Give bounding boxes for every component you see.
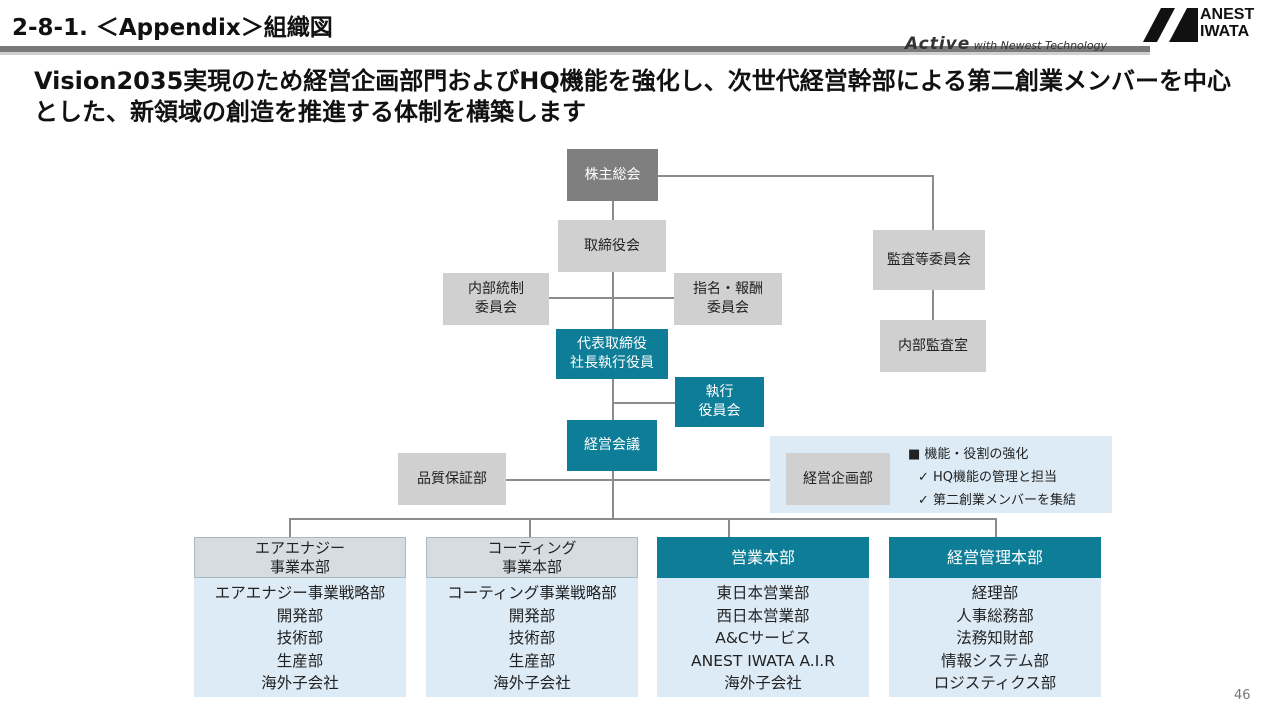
board-of-directors-box: 取締役会 bbox=[558, 220, 666, 272]
division-unit: 情報システム部 bbox=[940, 651, 1050, 670]
company-logo-text: ANEST IWATA bbox=[1200, 6, 1254, 40]
division-header-management: 経営管理本部 bbox=[889, 537, 1101, 578]
division-body-management: 経理部 人事総務部 法務知財部 情報システム部 ロジスティクス部 bbox=[889, 578, 1101, 697]
division-unit: 技術部 bbox=[508, 629, 556, 647]
connector-divisions-horizontal bbox=[290, 518, 996, 520]
lead-text: Vision2035実現のため経営企画部門およびHQ機能を強化し、次世代経営幹部… bbox=[34, 67, 1232, 126]
division-unit: 人事総務部 bbox=[956, 606, 1034, 625]
division-unit: コーティング事業戦略部 bbox=[447, 584, 617, 602]
internal-control-committee-box: 内部統制 委員会 bbox=[443, 273, 549, 325]
division-header-air-energy: エアエナジー 事業本部 bbox=[194, 537, 406, 578]
tagline: Active with Newest Technology bbox=[905, 34, 1107, 54]
division-unit: 開発部 bbox=[508, 606, 556, 625]
logo-line-1: ANEST bbox=[1200, 6, 1255, 23]
logo-line-2: IWATA bbox=[1200, 23, 1250, 40]
quality-assurance-box: 品質保証部 bbox=[398, 453, 506, 505]
tagline-sub: with Newest Technology bbox=[973, 39, 1108, 52]
division-unit: 生産部 bbox=[276, 651, 324, 670]
connector-quality-planning bbox=[505, 479, 787, 481]
note-heading: ■ 機能・役割の強化 bbox=[908, 447, 1029, 462]
division-unit: ANEST IWATA A.I.R bbox=[691, 651, 835, 670]
division-unit: 東日本営業部 bbox=[716, 584, 810, 602]
division-unit: ロジスティクス部 bbox=[933, 674, 1057, 692]
division-unit: 生産部 bbox=[508, 651, 556, 670]
connector-shareholders-audit bbox=[655, 175, 933, 177]
division-unit: A&Cサービス bbox=[715, 629, 811, 647]
company-logo-icon bbox=[1143, 8, 1198, 42]
nomination-compensation-committee-box: 指名・報酬 委員会 bbox=[674, 273, 782, 325]
division-header-sales: 営業本部 bbox=[657, 537, 869, 578]
connector-audit-internal bbox=[932, 290, 934, 320]
corporate-planning-box: 経営企画部 bbox=[786, 453, 890, 505]
division-header-coating: コーティング 事業本部 bbox=[426, 537, 638, 578]
header-divider-light bbox=[0, 52, 1150, 55]
connector-exec-committee bbox=[613, 402, 676, 404]
note-item: ✓ 第二創業メンバーを集結 bbox=[918, 493, 1077, 508]
division-unit: 開発部 bbox=[276, 606, 324, 625]
division-unit: 技術部 bbox=[276, 629, 324, 647]
division-unit: 海外子会社 bbox=[493, 674, 571, 692]
note-item: ✓ HQ機能の管理と担当 bbox=[918, 470, 1058, 485]
header-divider bbox=[0, 46, 1150, 52]
connector-division-2 bbox=[529, 518, 531, 538]
connector-audit-down bbox=[932, 175, 934, 230]
division-unit: 海外子会社 bbox=[724, 674, 802, 692]
division-unit: 西日本営業部 bbox=[716, 606, 810, 625]
management-meeting-box: 経営会議 bbox=[567, 420, 657, 471]
division-body-sales: 東日本営業部 西日本営業部 A&Cサービス ANEST IWATA A.I.R … bbox=[657, 578, 869, 697]
connector-division-4 bbox=[995, 518, 997, 538]
division-body-coating: コーティング事業戦略部 開発部 技術部 生産部 海外子会社 bbox=[426, 578, 638, 697]
executive-committee-box: 執行 役員会 bbox=[675, 377, 764, 427]
shareholders-meeting-box: 株主総会 bbox=[567, 149, 658, 201]
division-unit: エアエナジー事業戦略部 bbox=[214, 584, 386, 602]
president-box: 代表取締役 社長執行役員 bbox=[556, 329, 668, 379]
tagline-main: Active bbox=[905, 34, 971, 54]
connector-division-3 bbox=[728, 518, 730, 538]
division-unit: 海外子会社 bbox=[261, 674, 339, 692]
audit-committee-box: 監査等委員会 bbox=[873, 230, 985, 290]
section-title: 2-8-1. ＜Appendix＞組織図 bbox=[12, 15, 333, 41]
connector-committees bbox=[548, 297, 675, 299]
connector-division-1 bbox=[289, 518, 291, 538]
division-unit: 法務知財部 bbox=[956, 629, 1034, 647]
division-body-air-energy: エアエナジー事業戦略部 開発部 技術部 生産部 海外子会社 bbox=[194, 578, 406, 697]
division-unit: 経理部 bbox=[971, 584, 1019, 602]
internal-audit-office-box: 内部監査室 bbox=[880, 320, 986, 372]
page-number: 46 bbox=[1234, 688, 1251, 703]
